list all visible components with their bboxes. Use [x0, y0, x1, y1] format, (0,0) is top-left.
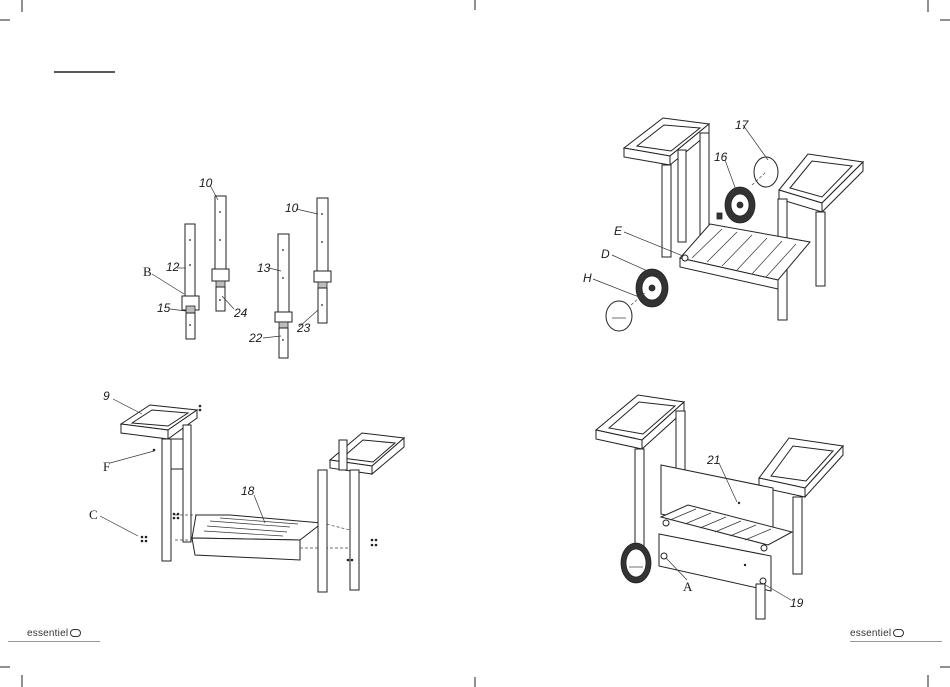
part-label-17: 17	[735, 118, 750, 132]
step3-wheel-assembly: 17 16 E D H	[583, 118, 863, 331]
brand-logo-mark	[70, 629, 81, 637]
part-label-b: B	[143, 264, 152, 279]
footer-rule-left	[8, 641, 100, 642]
part-label-d: D	[601, 247, 610, 261]
step4-panel-assembly: 21 A 19	[596, 395, 843, 619]
part-label-16: 16	[714, 150, 728, 164]
part-label-23: 23	[296, 321, 311, 335]
part-label-h: H	[583, 271, 592, 285]
part-label-22: 22	[248, 331, 263, 345]
step2-frame-assembly: 9 F C 18	[89, 389, 404, 592]
part-label-e: E	[614, 224, 623, 238]
step1-leg-parts: 10 12 B 15 24 13 10 22 23	[143, 176, 331, 358]
part-label-c: C	[89, 507, 98, 522]
brand-wordmark: essentiel	[27, 628, 68, 639]
part-label-10-a: 10	[199, 176, 213, 190]
brand-logo-mark	[893, 629, 904, 637]
footer-rule-right	[850, 641, 942, 642]
footer-logo-right: essentiel	[850, 628, 904, 639]
part-label-a: A	[683, 579, 693, 594]
part-label-15: 15	[157, 301, 171, 315]
part-label-9: 9	[103, 389, 110, 403]
part-label-18: 18	[241, 484, 255, 498]
part-label-24: 24	[233, 306, 248, 320]
part-label-19: 19	[790, 596, 804, 610]
footer-logo-left: essentiel	[27, 628, 81, 639]
part-label-21: 21	[706, 453, 720, 467]
brand-wordmark: essentiel	[850, 628, 891, 639]
part-label-13: 13	[257, 261, 271, 275]
part-label-f: F	[103, 459, 110, 474]
part-label-12: 12	[166, 260, 180, 274]
part-label-10-b: 10	[285, 201, 299, 215]
